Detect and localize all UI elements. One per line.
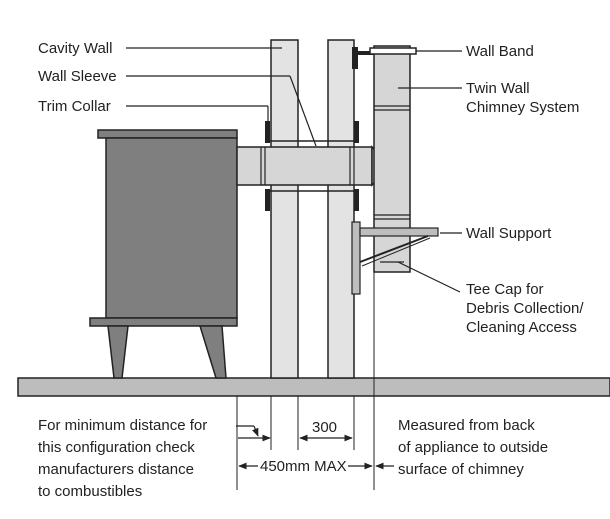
left-note: For minimum distance for this configurat… [38, 417, 207, 500]
inner-wall-leaf [270, 39, 299, 379]
right-note: Measured from back of appliance to outsi… [398, 417, 548, 478]
horizontal-flue-pipe [236, 145, 392, 187]
stove [89, 129, 238, 379]
wall-sleeve-label: Wall Sleeve [38, 68, 117, 85]
twin-wall-chimney [373, 45, 411, 273]
cavity-dimension-label: 300 [312, 419, 337, 436]
cavity-wall-label: Cavity Wall [38, 40, 112, 57]
wall-band-label: Wall Band [466, 43, 534, 60]
floor [17, 377, 610, 397]
left-note-line4: to combustibles [38, 483, 142, 500]
right-note-line3: surface of chimney [398, 461, 524, 478]
right-note-line2: of appliance to outside [398, 439, 548, 456]
max-dimension-label: 450mm MAX [260, 458, 347, 475]
left-note-line3: manufacturers distance [38, 461, 194, 478]
right-note-line1: Measured from back [398, 417, 535, 434]
tee-cap-label-line3: Cleaning Access [466, 319, 577, 336]
chimney-label-line1: Twin Wall [466, 80, 530, 97]
chimney-label-line2: Chimney System [466, 99, 579, 116]
wall-sleeve [266, 140, 358, 192]
tee-cap-label-line1: Tee Cap for [466, 281, 544, 298]
left-note-line1: For minimum distance for [38, 417, 207, 434]
wall-support-label: Wall Support [466, 225, 552, 242]
wall-support-bracket [351, 221, 439, 295]
trim-collar [265, 121, 359, 211]
dimension-extension-lines [236, 272, 375, 490]
note-pointer-left-drop [252, 425, 259, 437]
trim-collar-label: Trim Collar [38, 98, 111, 115]
outer-wall-leaf [327, 39, 355, 379]
leader-lines [126, 47, 462, 293]
tee-cap-label-line2: Debris Collection/ [466, 300, 584, 317]
left-note-line2: this configuration check [38, 439, 195, 456]
